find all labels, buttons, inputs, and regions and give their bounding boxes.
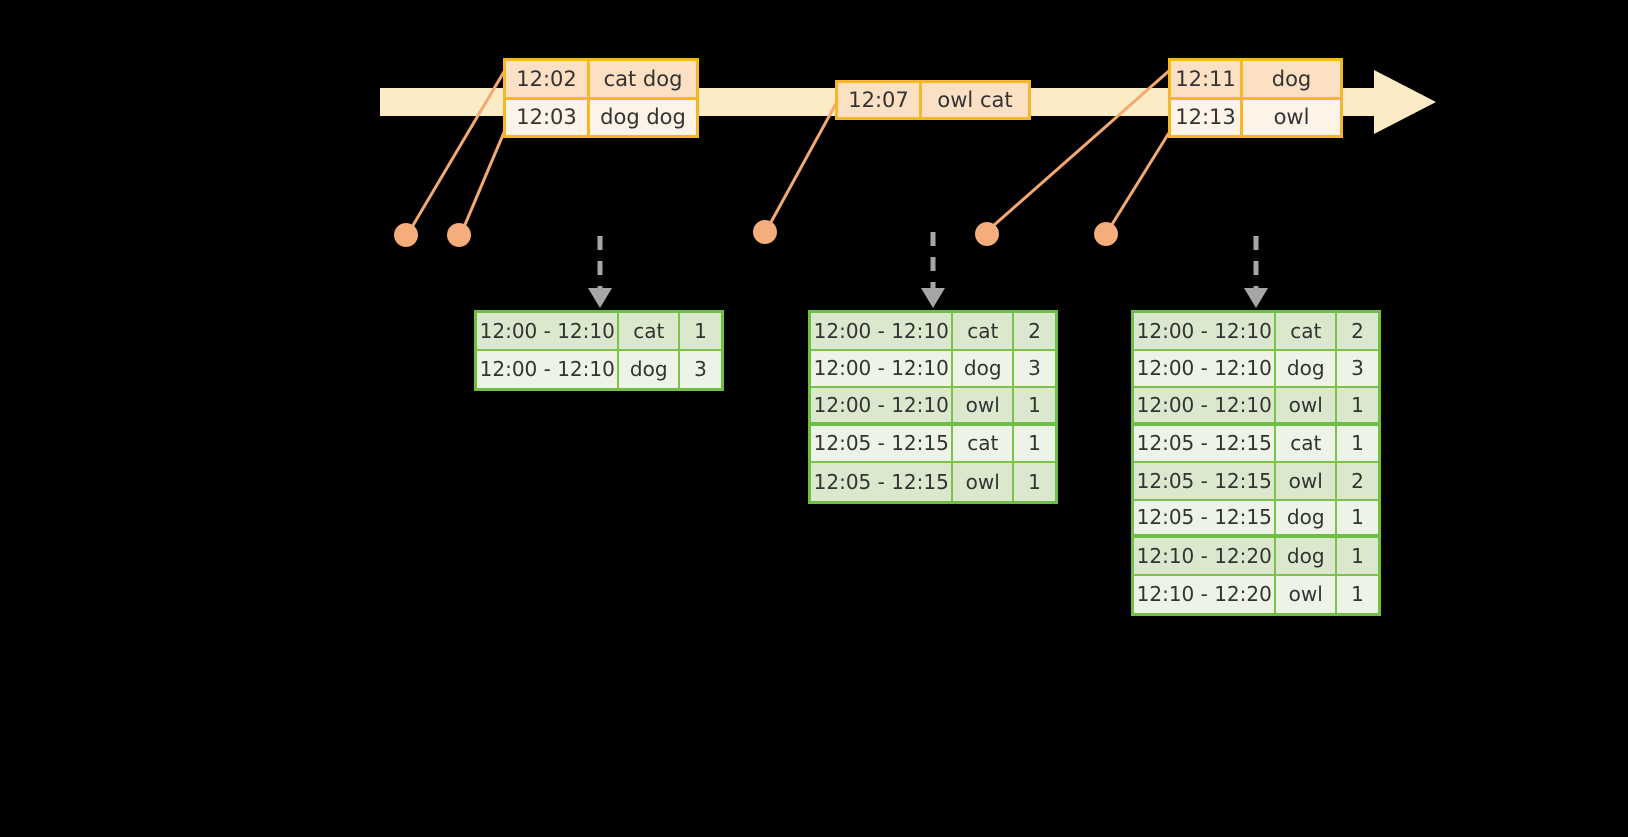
count-cell: 1 (1337, 500, 1378, 534)
event-box-2: 12:07 owl cat (835, 80, 1031, 120)
count-cell: 2 (1014, 313, 1055, 349)
window-cell: 12:05 - 12:15 (1134, 425, 1277, 461)
window-cell: 12:05 - 12:15 (811, 425, 954, 461)
count-cell: 1 (680, 313, 721, 349)
count-cell: 1 (1014, 425, 1055, 461)
key-cell: cat (1276, 425, 1338, 461)
connector-1203-line (462, 129, 507, 228)
connector-1207-line (768, 99, 840, 225)
event-box-3-row: 12:13 owl (1171, 96, 1340, 135)
count-cell: 1 (1337, 575, 1378, 613)
key-cell: cat (1276, 313, 1338, 349)
event-payload: owl (1273, 105, 1310, 130)
connector-1207-dot (753, 220, 777, 244)
connector-1203-dot (447, 223, 471, 247)
event-box-1-row: 12:02 cat dog (506, 61, 696, 97)
count-cell: 1 (1337, 425, 1378, 461)
event-box-2-row: 12:07 owl cat (838, 83, 1028, 117)
down-arrow-to-table-2-head (921, 288, 945, 308)
key-cell: cat (953, 313, 1015, 349)
key-cell: owl (953, 388, 1015, 422)
event-payload: owl cat (937, 88, 1013, 112)
window-cell: 12:00 - 12:10 (1134, 388, 1277, 422)
window-cell: 12:00 - 12:10 (811, 313, 954, 349)
event-timestamp: 12:02 (506, 61, 590, 97)
down-arrows (588, 232, 1268, 308)
event-timestamp: 12:13 (1171, 99, 1243, 135)
event-payload: cat dog (603, 66, 683, 91)
key-cell: owl (1276, 463, 1338, 499)
window-cell: 12:05 - 12:15 (1134, 500, 1277, 534)
key-cell: owl (953, 463, 1015, 501)
connector-1202-line (410, 69, 507, 228)
key-cell: dog (953, 350, 1015, 386)
key-cell: dog (619, 350, 681, 388)
event-timestamp: 12:11 (1171, 61, 1243, 97)
connector-1202-dot (394, 223, 418, 247)
key-cell: dog (1276, 538, 1338, 574)
count-cell: 1 (1337, 538, 1378, 574)
event-timestamp: 12:03 (506, 99, 590, 135)
event-payload: dog dog (600, 105, 686, 130)
connector-1213-line (1109, 127, 1174, 227)
down-arrow-to-table-3-head (1244, 288, 1268, 308)
count-cell: 3 (1014, 350, 1055, 386)
window-cell: 12:00 - 12:10 (1134, 350, 1277, 386)
key-cell: dog (1276, 350, 1338, 386)
count-cell: 1 (1014, 388, 1055, 422)
window-cell: 12:00 - 12:10 (477, 350, 620, 388)
window-cell: 12:10 - 12:20 (1134, 538, 1277, 574)
event-box-1: 12:02 cat dog 12:03 dog dog (503, 58, 699, 138)
key-cell: owl (1276, 575, 1338, 613)
event-timestamp: 12:07 (838, 83, 922, 117)
event-box-1-row: 12:03 dog dog (506, 96, 696, 135)
window-cell: 12:05 - 12:15 (811, 463, 954, 501)
window-cell: 12:00 - 12:10 (811, 350, 954, 386)
window-cell: 12:05 - 12:15 (1134, 463, 1277, 499)
event-box-3-row: 12:11 dog (1171, 61, 1340, 97)
connector-1211-dot (975, 222, 999, 246)
window-cell: 12:10 - 12:20 (1134, 575, 1277, 613)
key-cell: dog (1276, 500, 1338, 534)
event-box-3: 12:11 dog 12:13 owl (1168, 58, 1343, 138)
key-cell: owl (1276, 388, 1338, 422)
count-cell: 3 (680, 350, 721, 388)
connector-1213-dot (1094, 222, 1118, 246)
key-cell: cat (953, 425, 1015, 461)
event-payload: dog (1271, 66, 1312, 91)
window-cell: 12:00 - 12:10 (811, 388, 954, 422)
down-arrow-to-table-1-head (588, 288, 612, 308)
count-cell: 1 (1014, 463, 1055, 501)
key-cell: cat (619, 313, 681, 349)
window-cell: 12:00 - 12:10 (1134, 313, 1277, 349)
window-cell: 12:00 - 12:10 (477, 313, 620, 349)
count-cell: 1 (1337, 388, 1378, 422)
count-cell: 2 (1337, 313, 1378, 349)
count-cell: 2 (1337, 463, 1378, 499)
count-cell: 3 (1337, 350, 1378, 386)
